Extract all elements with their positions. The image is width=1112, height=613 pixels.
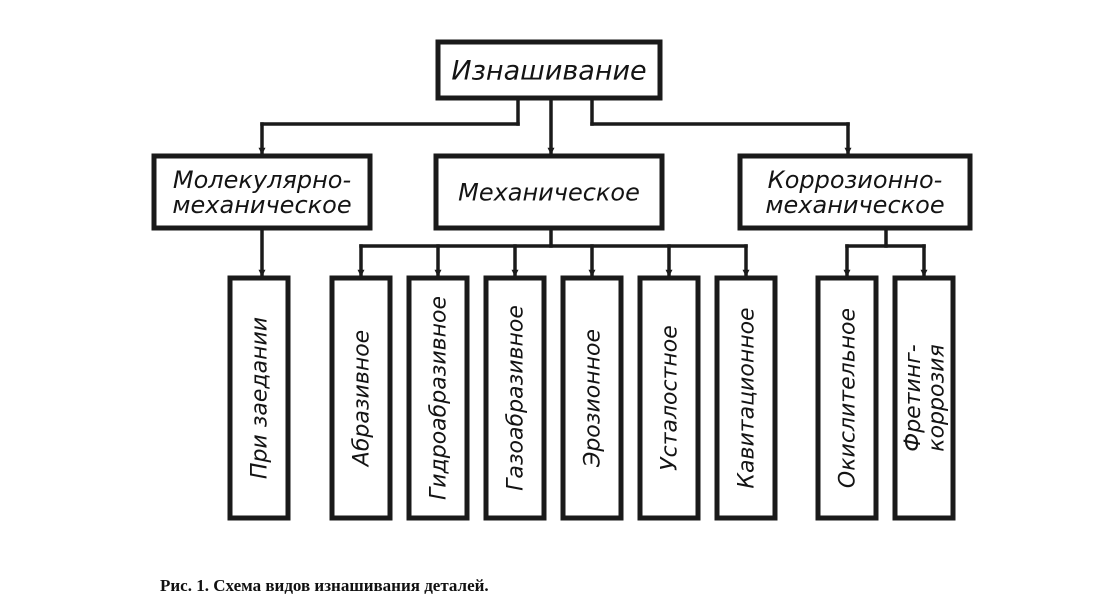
type-label-fatigue: Усталостное xyxy=(658,325,683,471)
category-box-molecular xyxy=(151,153,373,231)
type-label-erosive: Эрозионное xyxy=(581,329,606,468)
type-box-cavitation xyxy=(714,275,778,521)
type-label-cavitation-line: Кавитационное xyxy=(735,307,760,488)
type-label-oxidative: Окислительное xyxy=(836,308,861,488)
category-box-corrosion xyxy=(737,153,973,231)
category-label-molecular-line: Молекулярно- xyxy=(173,166,351,194)
type-label-abrasive-line: Абразивное xyxy=(350,330,375,468)
type-label-gasabrasive-line: Газоабразивное xyxy=(504,305,529,491)
category-label-corrosion-line: Коррозионно- xyxy=(768,166,943,194)
category-label-mechanical-line: Механическое xyxy=(458,178,640,206)
type-label-hydroabrasive-line: Гидроабразивное xyxy=(427,296,452,500)
type-box-abrasive xyxy=(329,275,393,521)
category-label-molecular-line: механическое xyxy=(172,191,351,219)
root-label-line: Изнашивание xyxy=(451,55,646,86)
type-label-fretting-line: Фретинг- xyxy=(901,344,926,451)
type-label-cavitation: Кавитационное xyxy=(735,307,760,488)
type-label-seizure-line: При заедании xyxy=(248,317,273,479)
type-label-erosive-line: Эрозионное xyxy=(581,329,606,468)
type-box-fatigue xyxy=(637,275,701,521)
root-box xyxy=(435,39,663,101)
type-label-gasabrasive: Газоабразивное xyxy=(504,305,529,491)
type-box-seizure xyxy=(227,275,291,521)
category-label-mechanical: Механическое xyxy=(458,178,640,206)
type-label-hydroabrasive: Гидроабразивное xyxy=(427,296,452,500)
type-label-fretting-line: коррозия xyxy=(924,344,949,451)
root-label: Изнашивание xyxy=(451,55,646,86)
type-box-hydroabrasive xyxy=(406,275,470,521)
type-label-fretting: Фретинг-коррозия xyxy=(901,344,949,451)
type-label-oxidative-line: Окислительное xyxy=(836,308,861,488)
type-box-gasabrasive xyxy=(483,275,547,521)
type-box-fretting xyxy=(892,275,956,521)
type-label-abrasive: Абразивное xyxy=(350,330,375,468)
type-label-seizure: При заедании xyxy=(248,317,273,479)
type-box-oxidative xyxy=(815,275,879,521)
category-box-mechanical xyxy=(433,153,665,231)
category-label-molecular: Молекулярно-механическое xyxy=(172,166,351,219)
type-box-erosive xyxy=(560,275,624,521)
category-label-corrosion: Коррозионно-механическое xyxy=(765,166,944,219)
type-label-fatigue-line: Усталостное xyxy=(658,325,683,471)
figure-caption: Рис. 1. Схема видов изнашивания деталей. xyxy=(160,576,489,595)
connector-lines xyxy=(258,96,928,278)
category-label-corrosion-line: механическое xyxy=(765,191,944,219)
